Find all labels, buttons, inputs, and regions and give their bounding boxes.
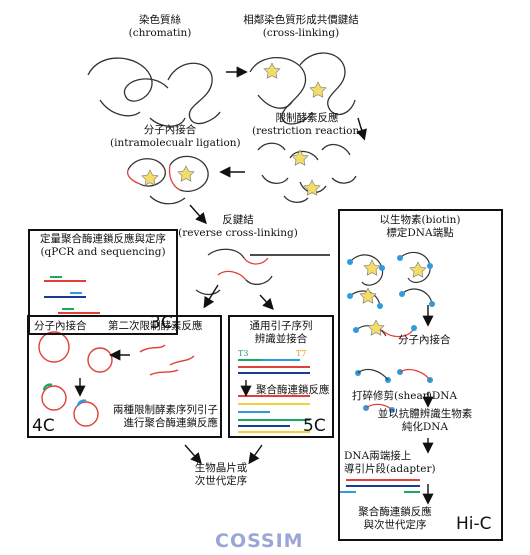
- hic-adapter-label: DNA兩端接上 導引片段(adapter): [344, 450, 436, 476]
- box-5c-primer-line1: 通用引子序列: [249, 320, 313, 332]
- box-5c-t3: T3: [238, 349, 249, 358]
- hic-adapter-line1: DNA兩端接上: [344, 450, 412, 462]
- step-crosslink-zh: 相鄰染色質形成共價鍵結: [243, 14, 359, 26]
- step-chromatin-zh: 染色質絲: [139, 14, 181, 26]
- final-output-line2: 次世代定序: [194, 475, 248, 487]
- watermark-logo: COSSIM: [215, 530, 304, 552]
- hic-biotin-label: 以生物素(biotin) 標定DNA端點: [350, 214, 490, 240]
- step-restriction-label: 限制酵素反應 (restriction reaction): [252, 112, 364, 138]
- box-5c: [228, 315, 334, 438]
- hic-adapter-strands: [340, 479, 420, 493]
- qpcr-strands: [44, 276, 100, 314]
- box-5c-primer-line2: 辨識並接合: [254, 333, 308, 345]
- step-chromatin-en: (chromatin): [128, 27, 192, 39]
- box-3c-title-zh: 定量聚合酶連鎖反應與定序: [40, 233, 166, 245]
- box-3c-title-en: (qPCR and sequencing): [40, 246, 166, 258]
- hic-sheared-strands: [357, 368, 431, 411]
- crosslink-stars: [141, 62, 327, 196]
- hic-shear-label: 打碎修剪(shear)DNA: [352, 390, 458, 402]
- box-5c-pcr: 聚合酶連鎖反應: [256, 384, 330, 396]
- step-ligation-label: 分子內接合 (intramolecualr ligation): [110, 124, 241, 150]
- box-3c-title: 定量聚合酶連鎖反應與定序 (qPCR and sequencing): [30, 233, 176, 259]
- box-3c-tag: 3C: [150, 313, 173, 333]
- hic-final-line1: 聚合酶連鎖反應: [358, 506, 432, 518]
- hic-biotin-line1: 以生物素(biotin): [379, 214, 461, 226]
- hic-biotin-line2: 標定DNA端點: [386, 227, 454, 239]
- step-reverse-en: (reverse cross-linking): [178, 227, 298, 239]
- crosslinked-strands: [249, 52, 356, 125]
- final-output-label: 生物晶片或 次世代定序: [176, 462, 266, 488]
- step-restriction-en: (restriction reaction): [252, 125, 364, 137]
- flow-arrows: [184, 66, 367, 465]
- box-4c-tag: 4C: [32, 416, 55, 436]
- hic-ligation-label: 分子內接合: [398, 334, 451, 346]
- box-4c: [27, 315, 222, 438]
- hic-stars: [359, 259, 427, 336]
- step-reverse-zh: 反鍵結: [222, 214, 254, 226]
- box-5c-primer: 通用引子序列 辨識並接合: [230, 320, 332, 346]
- hic-purify-line1: 並以抗體辨識生物素: [377, 408, 473, 420]
- box-4c-second-digest: 第二次限制酵素反應: [108, 320, 203, 332]
- primer-strands-5c: [238, 359, 310, 433]
- box-4c-pcr-line1: 兩種限制酵素序列引子: [113, 404, 218, 416]
- box-4c-pcr-line2: 進行聚合酶連鎖反應: [123, 417, 219, 429]
- box-3c: [28, 229, 178, 335]
- hic-adapter-line2: 導引片段(adapter): [344, 463, 436, 475]
- final-output-line1: 生物晶片或: [194, 462, 248, 474]
- chromatin-strands: [87, 57, 221, 127]
- hic-final-line2: 與次世代定序: [363, 519, 427, 531]
- box-5c-t7: T7: [296, 349, 307, 358]
- step-crosslink-label: 相鄰染色質形成共價鍵結 (cross-linking): [226, 14, 376, 40]
- hic-purify-line2: 純化DNA: [401, 421, 449, 433]
- box-5c-tag: 5C: [303, 416, 326, 436]
- box-4c-pcr: 兩種限制酵素序列引子 進行聚合酶連鎖反應: [100, 404, 218, 430]
- hic-tag: Hi-C: [456, 514, 492, 534]
- digested-fragments: [257, 142, 357, 203]
- step-restriction-zh: 限制酵素反應: [275, 112, 339, 124]
- box-4c-ligation: 分子內接合: [34, 320, 87, 332]
- hic-purify-label: 並以抗體辨識生物素 純化DNA: [360, 408, 490, 434]
- step-ligation-en: (intramolecualr ligation): [110, 137, 241, 149]
- step-crosslink-en: (cross-linking): [262, 27, 340, 39]
- hic-final-label: 聚合酶連鎖反應 與次世代定序: [340, 506, 450, 532]
- box-hic: [338, 209, 503, 541]
- step-reverse-label: 反鍵結 (reverse cross-linking): [178, 214, 298, 240]
- step-ligation-zh: 分子內接合: [143, 124, 197, 136]
- ligated-loops: [126, 155, 209, 205]
- reverse-crosslinked-fragments: [195, 248, 273, 296]
- circular-dna-4c: [38, 331, 195, 427]
- step-chromatin-label: 染色質絲 (chromatin): [110, 14, 210, 40]
